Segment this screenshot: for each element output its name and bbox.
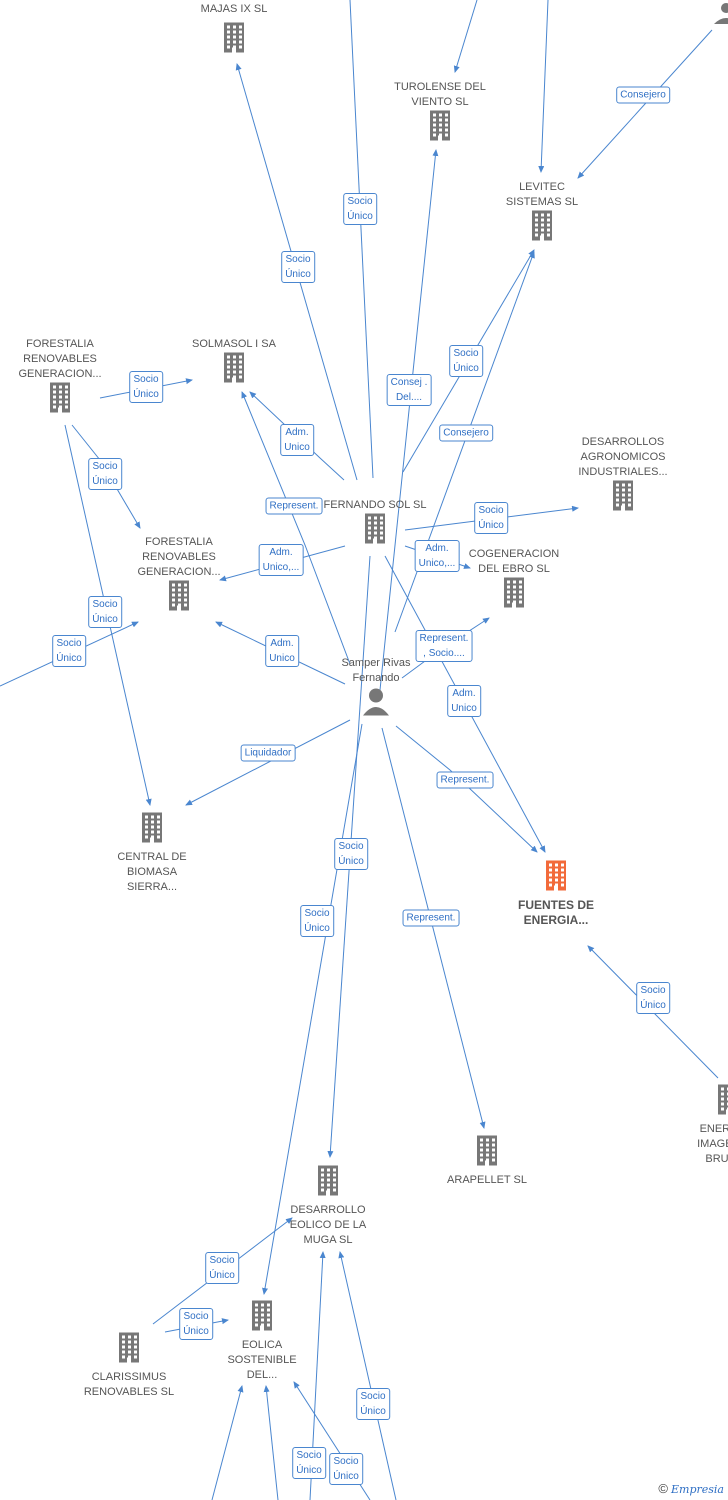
node-label[interactable]: CLARISSIMUS RENOVABLES SL [83,1371,175,1398]
edge [379,149,439,691]
edge [338,1251,397,1500]
person-icon[interactable] [361,687,391,722]
node-label[interactable]: Samper Rivas Fernando [341,657,411,684]
edge-label[interactable]: Represent. [402,909,460,927]
building-icon[interactable] [428,110,452,147]
edge-label[interactable]: Consej .Del.... [386,374,432,406]
building-icon[interactable] [530,210,554,247]
edge-label[interactable]: Adm.Unico [265,635,299,667]
building-icon[interactable] [117,1332,141,1369]
edge [211,1385,244,1500]
edge [185,719,351,806]
node-label[interactable]: ARAPELLET SL [447,1174,527,1186]
edge [395,725,538,853]
node-label[interactable]: ENERGIAS IMAGEN DE BRUSES [697,1123,728,1165]
edge [381,727,486,1129]
node-label[interactable]: DESARROLLO EOLICO DE LA MUGA SL [289,1204,367,1246]
node-label[interactable]: FUENTES DE ENERGIA... [517,898,594,927]
node-label[interactable]: LEVITEC SISTEMAS SL [505,181,579,208]
building-icon[interactable] [140,812,164,849]
edge-label[interactable]: Liquidador [240,744,296,762]
edge-label[interactable]: Adm.Unico [447,685,481,717]
building-icon[interactable] [222,22,246,59]
edge-label[interactable]: Consejero [439,424,493,442]
node-label[interactable]: DESARROLLOS AGRONOMICOS INDUSTRIALES... [578,436,668,478]
edge-label[interactable]: Represent., Socio.... [415,630,473,662]
building-icon[interactable] [250,1300,274,1337]
copyright-symbol: © [658,1481,668,1496]
edge-label[interactable]: Consejero [616,86,670,104]
building-icon[interactable] [611,480,635,517]
edge-label[interactable]: Adm.Unico,... [258,544,304,576]
brand-name: Empresia [671,1483,724,1496]
edge-label[interactable]: Represent. [436,771,494,789]
building-icon[interactable] [363,513,387,550]
node-label[interactable]: CENTRAL DE BIOMASA SIERRA... [117,851,187,893]
edge [249,391,345,481]
edge [453,0,478,73]
edge [262,723,363,1295]
building-icon[interactable] [475,1135,499,1172]
node-label[interactable]: TUROLENSE DEL VIENTO SL [394,81,486,108]
edge [241,391,351,665]
footer-brand: © Empresia [658,1481,724,1496]
edge [349,0,374,479]
node-label[interactable]: SOLMASOL I SA [192,338,276,350]
building-icon[interactable] [222,352,246,389]
building-icon[interactable] [716,1084,728,1121]
edge [577,29,713,179]
person-icon [714,3,728,24]
node-label[interactable]: FORESTALIA RENOVABLES GENERACION... [18,338,102,380]
edge-label[interactable]: Represent. [265,497,323,515]
node-label[interactable]: COGENERACION DEL EBRO SL [468,548,560,575]
edge [263,1385,279,1500]
building-icon[interactable] [48,382,72,419]
edge [538,0,549,173]
building-icon[interactable] [502,577,526,614]
building-icon[interactable] [167,580,191,617]
building-icon[interactable] [316,1165,340,1202]
node-label[interactable]: FERNANDO SOL SL [323,499,427,511]
node-label[interactable]: EOLICA SOSTENIBLE DEL... [227,1339,297,1381]
node-label[interactable]: MAJAS IX SL [200,3,268,15]
building-icon[interactable] [544,860,568,897]
node-label[interactable]: FORESTALIA RENOVABLES GENERACION... [137,536,221,578]
edge-label[interactable]: Adm.Unico [280,424,314,456]
edge-label[interactable]: Adm.Unico,... [414,540,460,572]
